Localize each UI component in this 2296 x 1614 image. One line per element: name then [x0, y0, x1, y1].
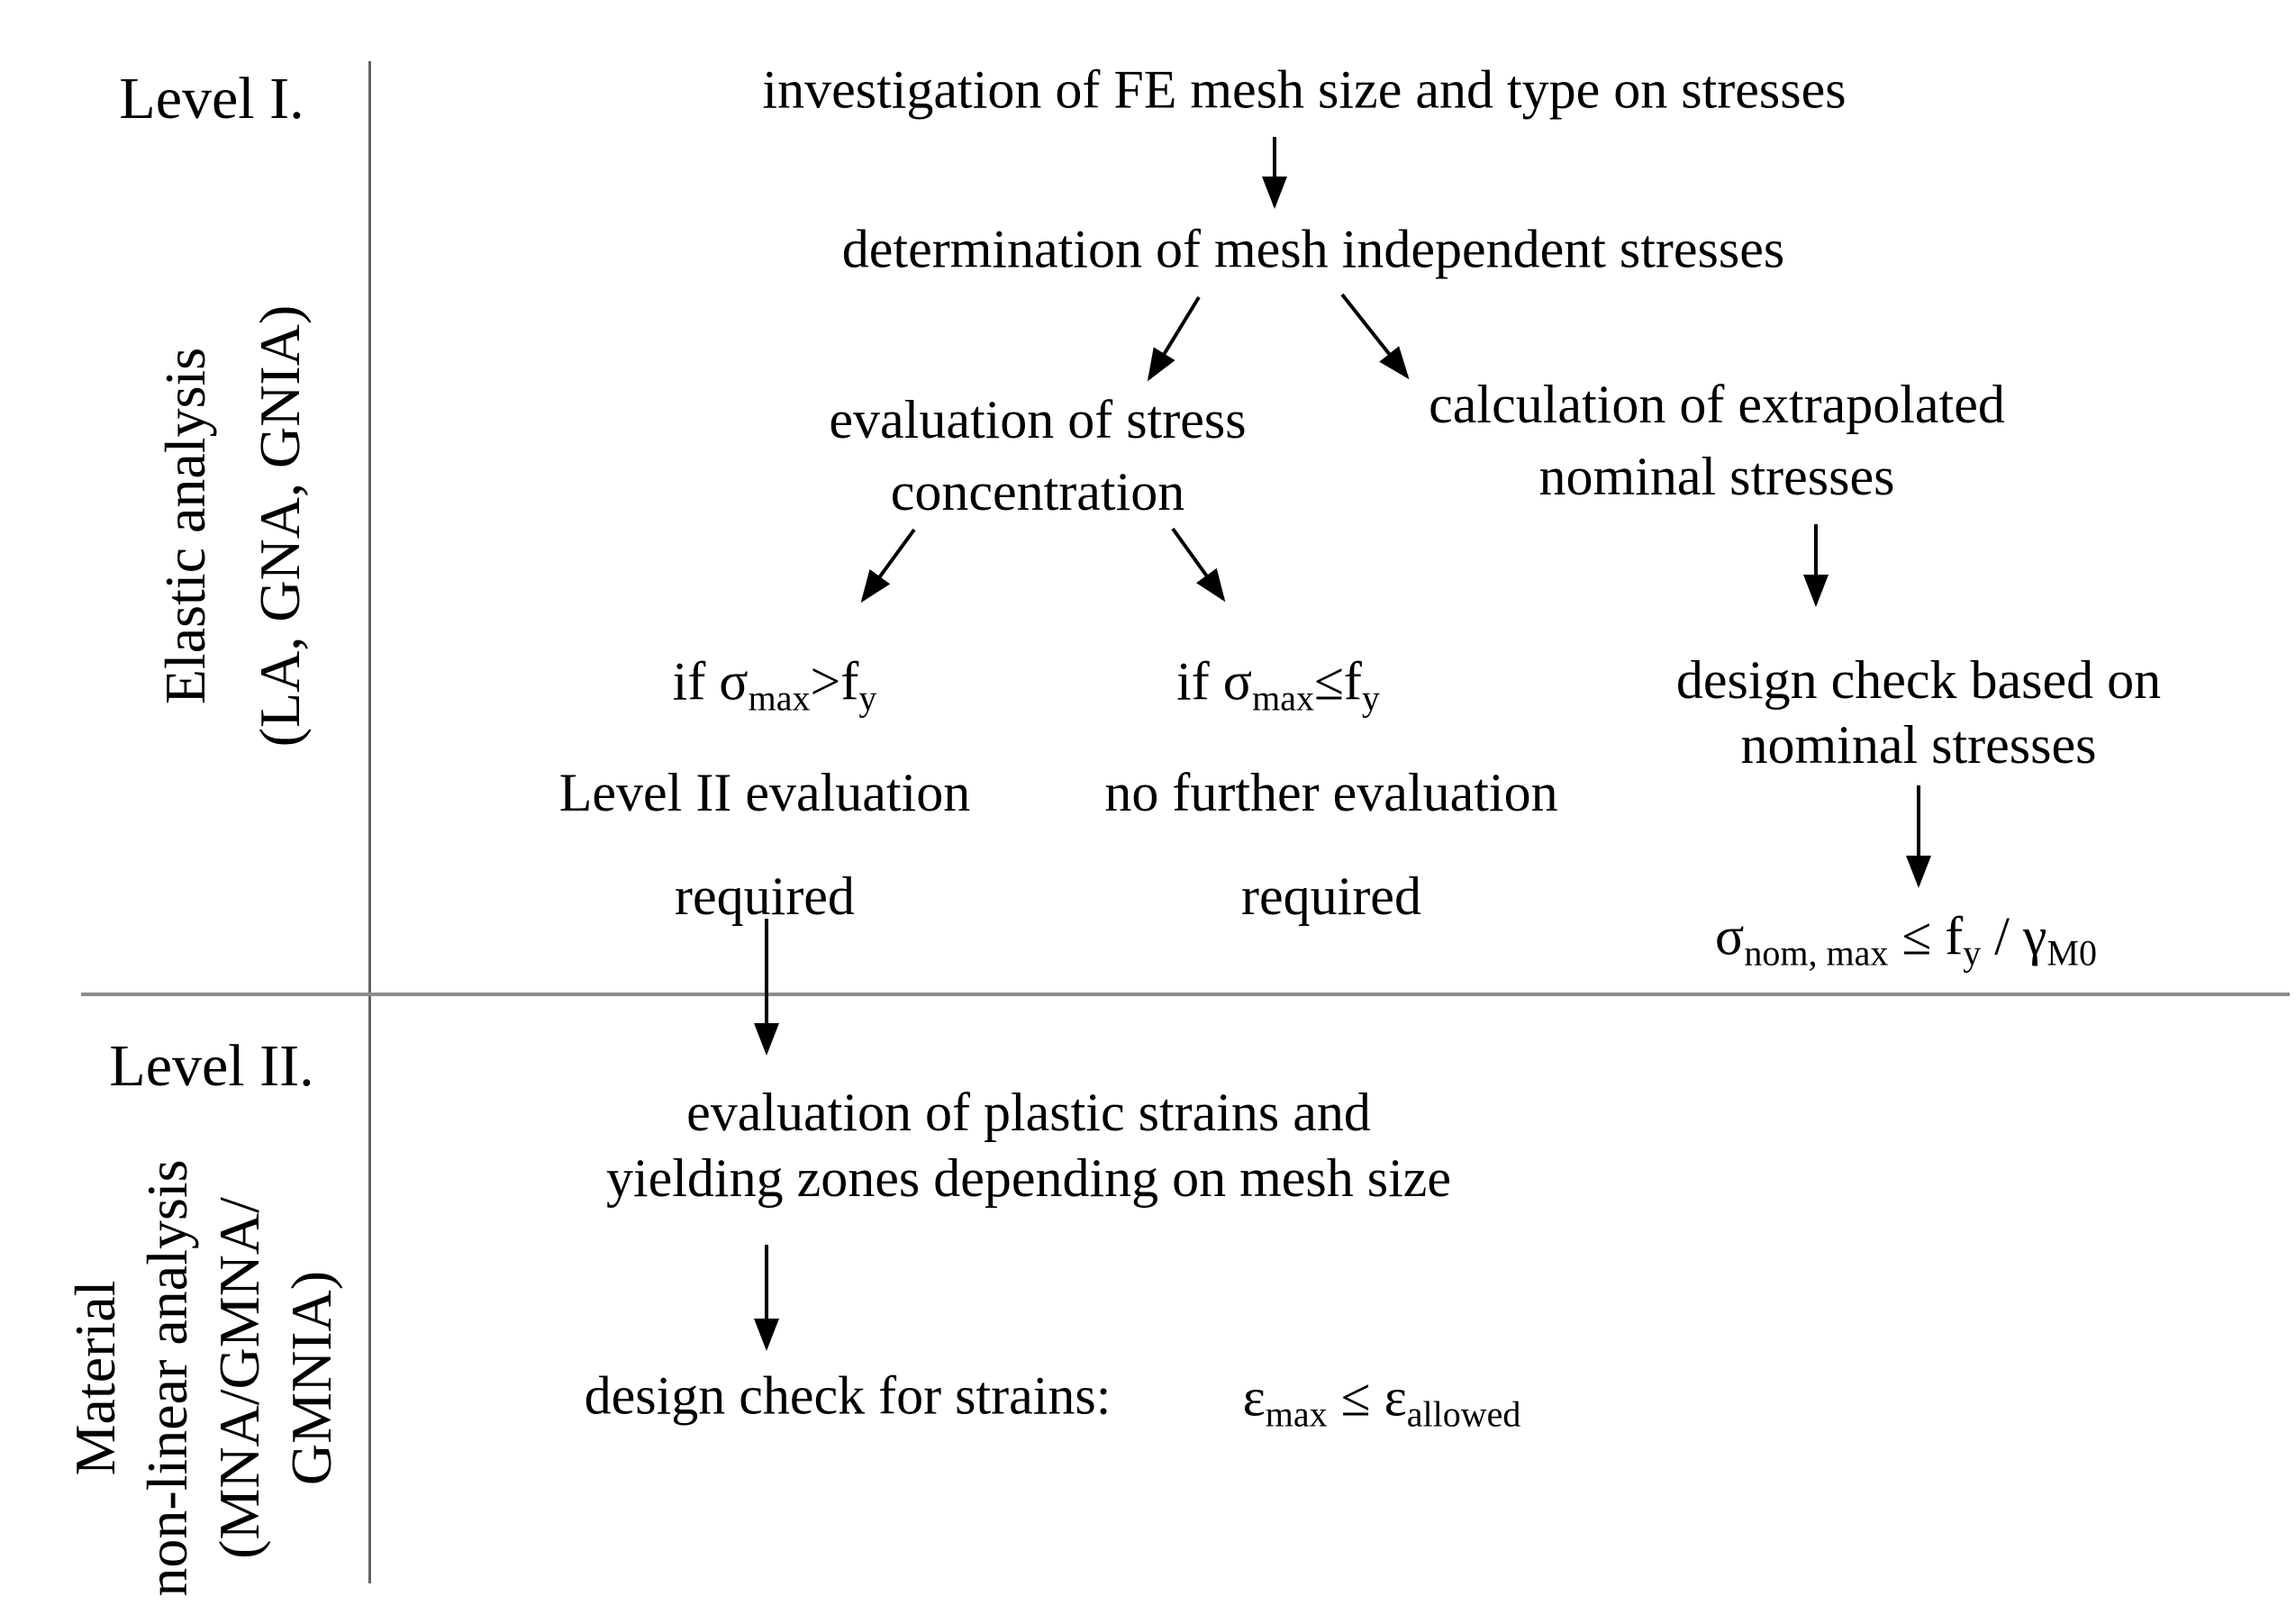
- nominal-formula-sigma-sub: nom, max: [1744, 932, 1889, 974]
- arrow-determination-to-stress-concentration: [1147, 295, 1201, 382]
- level2-required-line1: Level II evaluation: [558, 763, 971, 822]
- node-condition-within: if σmax≤fy: [1176, 651, 1380, 717]
- condition-exceed-prefix: if σ: [672, 651, 749, 712]
- nominal-formula-sigma: σ: [1714, 906, 1745, 966]
- condition-within-sub-max: max: [1252, 677, 1314, 719]
- strain-formula-operator: ≤ ε: [1327, 1367, 1407, 1428]
- no-further-line2: required: [1241, 866, 1421, 926]
- nominal-formula-gamma-sub: M0: [2046, 932, 2098, 974]
- node-no-further: no further evaluation required: [1104, 741, 1557, 948]
- level2-analysis-line3: (MNA/GMNA/: [207, 1197, 271, 1559]
- node-determination: determination of mesh independent stress…: [841, 219, 1785, 279]
- level1-analysis-line2: (LA, GNA, GNIA): [248, 304, 312, 748]
- node-nominal-formula: σnom, max ≤ fy / γM0: [1714, 906, 2097, 972]
- node-stress-concentration: evaluation of stress concentration: [829, 384, 1246, 528]
- condition-exceed-operator: >f: [810, 651, 859, 712]
- strain-formula-allowed-sub: allowed: [1406, 1393, 1521, 1435]
- level2-analysis-line2: non-linear analysis: [135, 1159, 199, 1597]
- extrapolated-line1: calculation of extrapolated: [1429, 375, 2005, 434]
- node-condition-exceed: if σmax>fy: [672, 651, 877, 717]
- condition-exceed-sub-max: max: [748, 677, 811, 719]
- no-further-line1: no further evaluation: [1104, 763, 1558, 822]
- node-strain-formula: εmax ≤ εallowed: [1242, 1367, 1521, 1433]
- level2-row-label: Level II.: [109, 1033, 314, 1100]
- condition-within-sub-y: y: [1361, 677, 1380, 719]
- level2-analysis-line1: Material: [63, 1280, 127, 1476]
- node-extrapolated: calculation of extrapolated nominal stre…: [1429, 368, 2005, 512]
- stress-concentration-line2: concentration: [890, 462, 1185, 521]
- plastic-strains-line1: evaluation of plastic strains and: [686, 1083, 1371, 1142]
- node-strain-check-label: design check for strains:: [584, 1365, 1112, 1426]
- level2-required-line2: required: [675, 866, 855, 926]
- strain-formula-eps-max: ε: [1242, 1367, 1266, 1428]
- node-design-check-nominal: design check based on nominal stresses: [1676, 648, 2161, 777]
- node-level2-required: Level II evaluation required: [559, 741, 970, 948]
- level-divider-line: [81, 993, 2290, 996]
- node-plastic-strains: evaluation of plastic strains and yieldi…: [606, 1080, 1451, 1211]
- node-investigation: investigation of FE mesh size and type o…: [762, 59, 1847, 120]
- level1-row-label: Level I.: [119, 66, 304, 132]
- arrow-concentration-to-exceed-condition: [860, 528, 916, 603]
- arrow-concentration-to-within-condition: [1171, 527, 1226, 603]
- strain-formula-max-sub: max: [1265, 1393, 1328, 1435]
- condition-within-prefix: if σ: [1176, 651, 1253, 712]
- condition-within-operator: ≤f: [1313, 651, 1362, 712]
- design-check-nominal-line2: nominal stresses: [1740, 715, 2097, 775]
- level2-analysis-line4: GMNIA): [279, 1270, 343, 1486]
- extrapolated-line2: nominal stresses: [1538, 447, 1895, 506]
- stress-concentration-line1: evaluation of stress: [829, 390, 1247, 449]
- level1-analysis-line1: Elastic analysis: [153, 347, 217, 705]
- nominal-formula-gamma: / γ: [1981, 906, 2047, 966]
- plastic-strains-line2: yielding zones depending on mesh size: [605, 1148, 1452, 1208]
- nominal-formula-operator: ≤ f: [1888, 906, 1964, 966]
- level2-analysis-label: Material non-linear analysis (MNA/GMNA/ …: [59, 1159, 348, 1596]
- level1-analysis-label: Elastic analysis (LA, GNA, GNIA): [138, 305, 327, 748]
- condition-exceed-sub-y: y: [858, 677, 877, 719]
- arrow-determination-to-extrapolated: [1340, 293, 1410, 380]
- design-check-nominal-line1: design check based on: [1675, 650, 2162, 710]
- column-divider-line: [368, 61, 371, 1583]
- nominal-formula-f-sub: y: [1963, 932, 1982, 974]
